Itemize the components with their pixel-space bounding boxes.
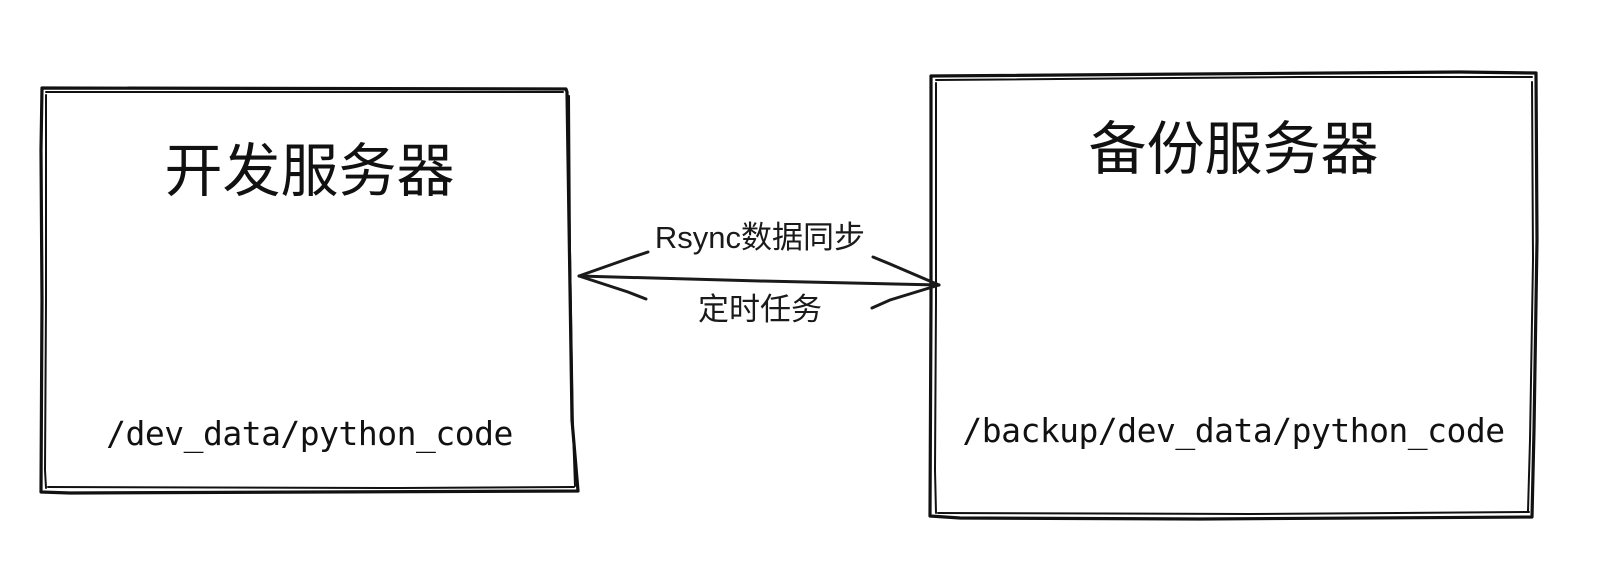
edge-arrowhead-left-lower — [577, 274, 648, 301]
node-dev-server-outline-outer — [39, 86, 580, 495]
node-backup-server-outline-outer — [928, 70, 1539, 521]
node-dev-server-shape[interactable] — [39, 86, 580, 495]
edge-arrowhead-right-upper — [871, 255, 941, 287]
node-backup-server-outline-top2 — [935, 76, 1533, 81]
node-backup-server-outline-right2 — [1527, 81, 1535, 512]
edge-sync-arrow[interactable] — [577, 250, 941, 310]
node-dev-server-outline-left2 — [43, 94, 47, 489]
node-dev-server-outline-bottom2 — [47, 486, 575, 490]
node-dev-server-title: 开发服务器 — [164, 139, 455, 204]
edge-label-scheduled-task: 定时任务 — [698, 292, 822, 327]
node-dev-server-outline-right2 — [568, 95, 576, 487]
edge-arrowhead-left-upper — [577, 250, 650, 278]
edge-arrowhead-right-lower — [870, 283, 941, 310]
node-dev-server-path: /dev_data/python_code — [106, 414, 513, 453]
node-backup-server-outline-left2 — [933, 82, 937, 514]
node-backup-server-shape[interactable] — [928, 70, 1539, 521]
node-backup-server-title: 备份服务器 — [1088, 117, 1379, 182]
node-backup-server-outline-bottom2 — [937, 511, 1530, 516]
edge-sync-shaft — [577, 274, 941, 287]
node-backup-server-path: /backup/dev_data/python_code — [962, 411, 1505, 450]
edge-label-rsync-sync: Rsync数据同步 — [654, 220, 866, 255]
